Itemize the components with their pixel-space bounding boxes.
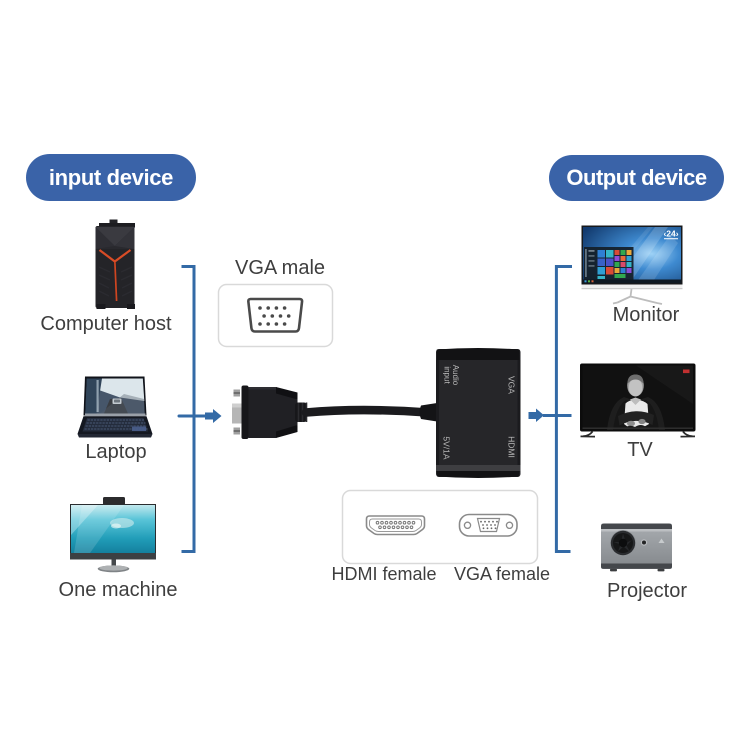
svg-text:Audioinput: Audioinput <box>443 365 461 386</box>
svg-text:VGA: VGA <box>506 376 516 394</box>
svg-text:HDMI: HDMI <box>506 436 516 458</box>
svg-text:‹24›: ‹24› <box>663 229 678 239</box>
svg-text:5V/1A: 5V/1A <box>441 436 451 459</box>
